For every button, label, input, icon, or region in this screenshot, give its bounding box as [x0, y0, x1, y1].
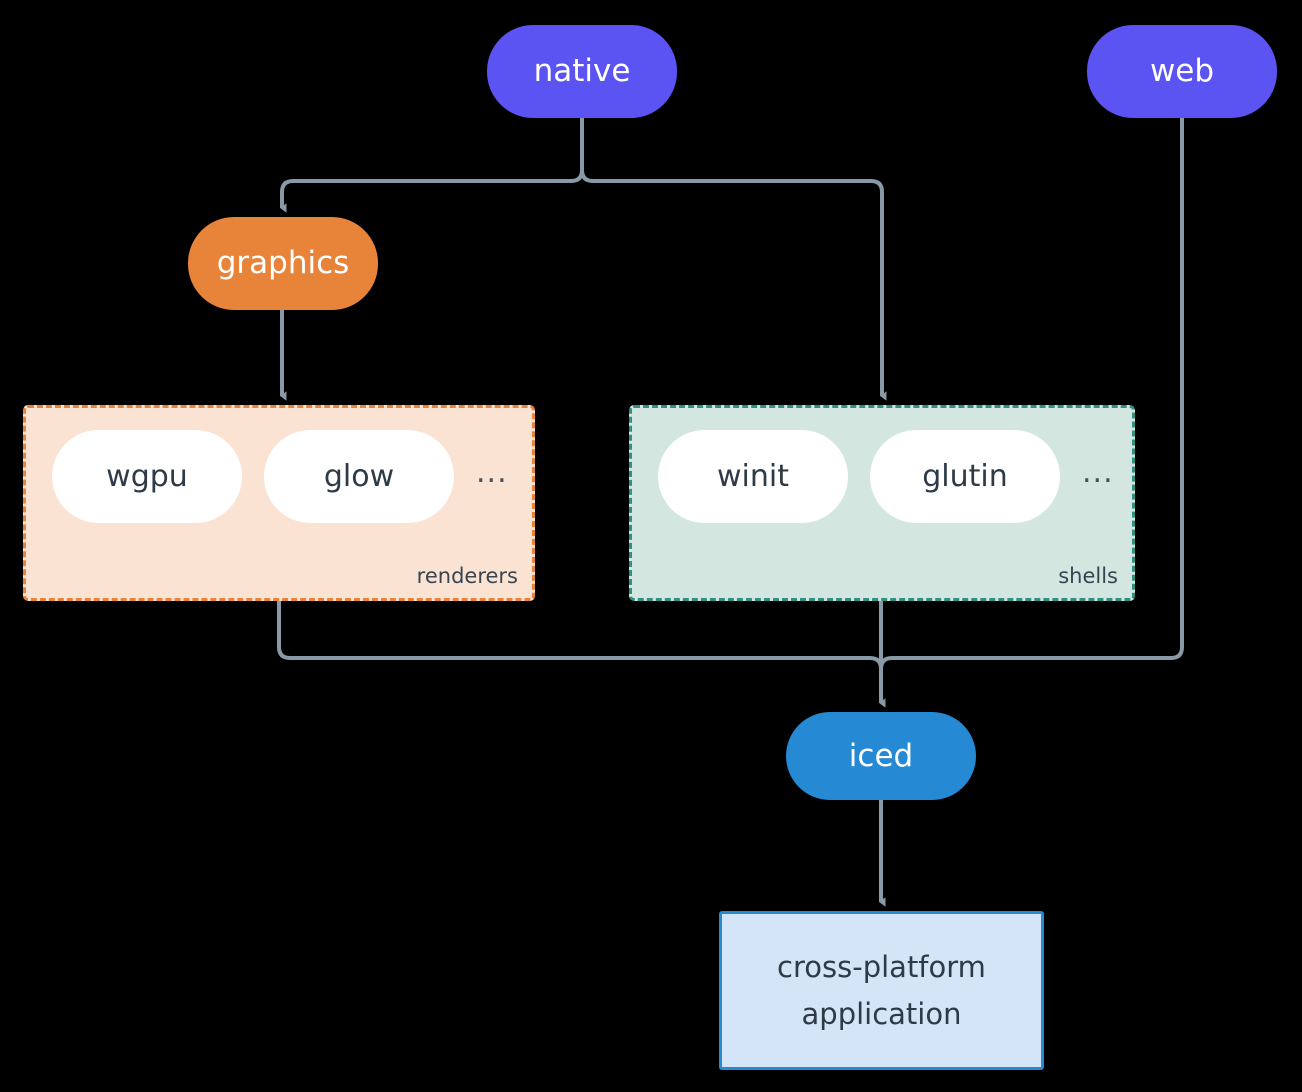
group-shells[interactable]: winit glutin ... shells	[629, 405, 1135, 601]
node-winit-label: winit	[717, 459, 789, 494]
node-application[interactable]: cross-platform application	[719, 911, 1044, 1070]
node-graphics[interactable]: graphics	[188, 217, 378, 310]
node-iced[interactable]: iced	[786, 712, 976, 800]
node-native-label: native	[533, 53, 631, 90]
node-application-label-line2: application	[801, 996, 962, 1031]
node-glutin[interactable]: glutin	[870, 430, 1060, 523]
node-glow-label: glow	[323, 459, 395, 494]
node-glutin-label: glutin	[922, 459, 1008, 494]
node-web[interactable]: web	[1087, 25, 1277, 118]
node-wgpu-label: wgpu	[106, 459, 188, 494]
edge-renderers-to-iced	[277, 601, 886, 708]
node-web-label: web	[1149, 53, 1215, 90]
group-renderers-items: wgpu glow ...	[52, 430, 508, 523]
shells-ellipsis: ...	[1082, 455, 1114, 490]
node-wgpu[interactable]: wgpu	[52, 430, 242, 523]
renderers-ellipsis: ...	[476, 455, 508, 490]
group-shells-label: shells	[1058, 564, 1118, 588]
edge-native-to-shells	[580, 118, 887, 401]
node-winit[interactable]: winit	[658, 430, 848, 523]
node-application-label-line1: cross-platform	[777, 950, 986, 985]
group-renderers[interactable]: wgpu glow ... renderers	[23, 405, 535, 601]
node-graphics-label: graphics	[216, 245, 350, 282]
edge-native-to-graphics	[280, 118, 584, 213]
group-renderers-label: renderers	[416, 564, 518, 588]
group-shells-items: winit glutin ...	[658, 430, 1114, 523]
node-iced-label: iced	[848, 737, 914, 774]
node-glow[interactable]: glow	[264, 430, 454, 523]
node-native[interactable]: native	[487, 25, 677, 118]
